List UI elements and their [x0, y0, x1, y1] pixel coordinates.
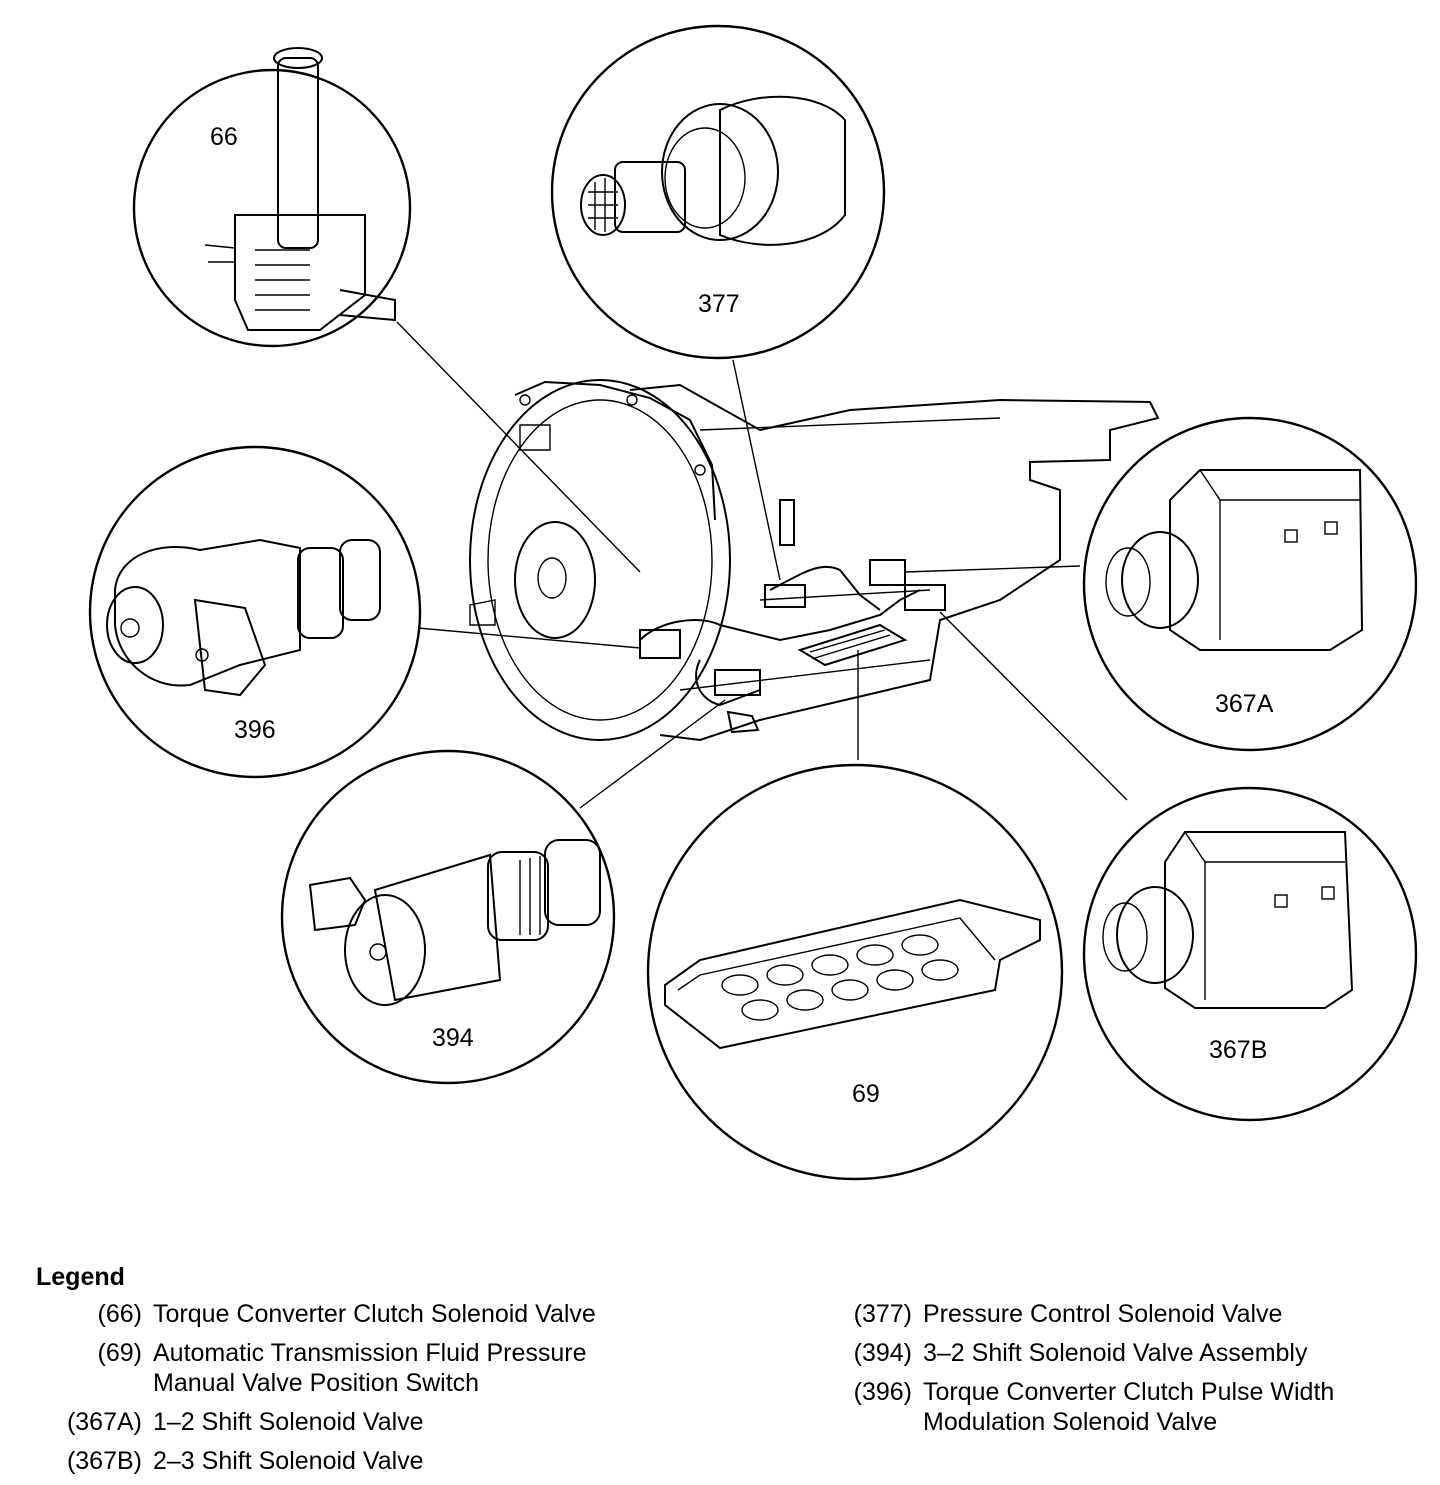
legend-description: Torque Converter Clutch Pulse Width Modu… [923, 1378, 1335, 1436]
callout-label-69: 69 [852, 1080, 880, 1108]
callout-label-396: 396 [234, 716, 276, 744]
legend-item-377: (377) Pressure Control Solenoid Valve [806, 1299, 1426, 1329]
callout-label-367a: 367A [1215, 690, 1274, 718]
legend-description: Torque Converter Clutch Solenoid Valve [153, 1300, 596, 1328]
callout-label-367b: 367B [1209, 1036, 1267, 1064]
solenoid-location-diagram: 66 377 396 367A [88, 24, 1418, 1181]
legend-description: Pressure Control Solenoid Valve [923, 1300, 1283, 1328]
callout-circle-367b: 367B [1082, 786, 1418, 1122]
legend-title: Legend [36, 1263, 125, 1291]
legend-code: (394) [853, 1339, 912, 1367]
legend-item-396: (396) Torque Converter Clutch Pulse Widt… [806, 1377, 1426, 1437]
legend-item-69: (69) Automatic Transmission Fluid Pressu… [36, 1338, 776, 1398]
legend-description: 3–2 Shift Solenoid Valve Assembly [923, 1339, 1308, 1367]
callout-circle-394: 394 [280, 749, 616, 1085]
legend-code: (66) [97, 1300, 142, 1328]
legend-column-right: (377) Pressure Control Solenoid Valve (3… [806, 1299, 1426, 1446]
legend: Legend (66) Torque Converter Clutch Sole… [36, 1263, 1416, 1475]
legend-code: (367A) [66, 1408, 142, 1436]
legend-item-367b: (367B) 2–3 Shift Solenoid Valve [36, 1446, 776, 1476]
legend-code: (367B) [66, 1447, 142, 1475]
legend-code: (396) [853, 1378, 912, 1406]
callout-circle-69: 69 [646, 763, 1064, 1181]
legend-column-left: (66) Torque Converter Clutch Solenoid Va… [36, 1299, 776, 1485]
leader-lines [396, 321, 1128, 809]
callout-circle-396: 396 [88, 445, 422, 779]
legend-code: (377) [853, 1300, 912, 1328]
legend-description: Automatic Transmission Fluid Pressure Ma… [153, 1339, 587, 1397]
callout-label-377: 377 [698, 290, 740, 318]
callout-label-394: 394 [432, 1024, 474, 1052]
callout-label-66: 66 [210, 123, 238, 151]
legend-item-367a: (367A) 1–2 Shift Solenoid Valve [36, 1407, 776, 1437]
transmission-illustration [469, 379, 1160, 742]
legend-description: 2–3 Shift Solenoid Valve [153, 1447, 424, 1475]
callout-circle-377: 377 [550, 24, 886, 360]
callout-circle-367a: 367A [1082, 416, 1418, 752]
callout-circle-66: 66 [132, 47, 412, 348]
legend-code: (69) [97, 1339, 142, 1367]
legend-item-394: (394) 3–2 Shift Solenoid Valve Assembly [806, 1338, 1426, 1368]
legend-description: 1–2 Shift Solenoid Valve [153, 1408, 424, 1436]
legend-item-66: (66) Torque Converter Clutch Solenoid Va… [36, 1299, 776, 1329]
